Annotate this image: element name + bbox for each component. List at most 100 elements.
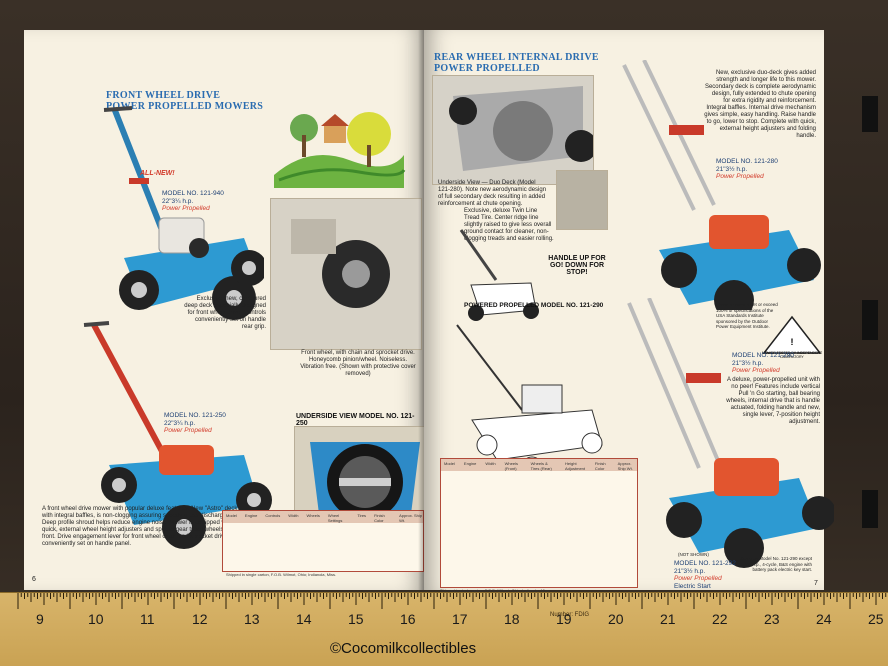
model-940-number: MODEL NO. 121-940 <box>162 190 224 197</box>
left-th-tires: Tires <box>357 513 367 518</box>
watermark-text: ©Cocomilkcollectibles <box>330 640 477 657</box>
model-280-hp: 21"3½ h.p. <box>716 165 748 173</box>
model-250-type: Power Propelled <box>164 427 212 434</box>
left-th-finish: Finish Color <box>374 513 385 523</box>
right-th-rear-wheels: Wheels & Tires (Rear) <box>530 461 552 471</box>
left-table-headers: Model Engine Controls Width Wheels Wheel… <box>226 513 423 523</box>
right-heading-line-2: POWER PROPELLED <box>434 63 540 74</box>
left-th-width: Width <box>288 513 299 518</box>
left-th-engine: Engine <box>244 513 258 518</box>
model-290-type: Power Propelled <box>732 367 780 374</box>
right-page: REAR WHEEL INTERNAL DRIVE POWER PROPELLE… <box>424 30 834 593</box>
right-th-engine: Engine <box>463 461 477 466</box>
ruler-number: 14 <box>296 611 312 627</box>
safety-seal: ! MOWER TESTED BY INDEPENDENT LABORATORY <box>762 315 822 359</box>
model-250-label: MODEL NO. 121-250 22"3¼ h.p. Power Prope… <box>164 412 226 435</box>
duo-deck-caption: Underside View — Duo Deck (Model 121-280… <box>438 180 547 207</box>
svg-text:!: ! <box>791 337 794 347</box>
mower-121-280-image <box>622 60 821 310</box>
left-table-header-row <box>223 511 423 523</box>
ruler-number: 16 <box>400 611 416 627</box>
ruler-number: 12 <box>192 611 208 627</box>
ruler-number: 17 <box>452 611 468 627</box>
left-heading-line-2: POWER PROPELLED MOWERS <box>106 101 264 112</box>
ruler-brand: Number: FDIG <box>550 612 590 618</box>
model-940-hp: 22"3¼ h.p. <box>162 197 194 205</box>
right-th-front-wheels: Wheels (Front) <box>504 461 518 471</box>
right-th-weight: Approx. Ship Wt. <box>617 461 633 471</box>
model-292-label: MODEL NO. 121-292 21"3½ h.p. Power Prope… <box>674 560 736 590</box>
right-table-headers: Model Engine Width Wheels (Front) Wheels… <box>444 461 637 471</box>
right-th-width: Width <box>485 461 496 466</box>
ruler-number: 18 <box>504 611 520 627</box>
standards-note: These mowers meet or exceed 100% of spec… <box>716 302 778 329</box>
deck-description: Exclusive, new, contoured deep deck espe… <box>184 296 266 330</box>
model-290-label: MODEL NO. 121-290 21"3½ h.p. Power Prope… <box>732 352 794 375</box>
ruler-number: 24 <box>816 611 832 627</box>
left-heading: FRONT WHEEL DRIVE POWER PROPELLED MOWERS <box>106 90 263 112</box>
lawn-illustration <box>274 112 406 188</box>
right-spec-table: Model Engine Width Wheels (Front) Wheels… <box>440 458 638 588</box>
model-250-number: MODEL NO. 121-250 <box>164 412 226 419</box>
model-250-hp: 22"3¼ h.p. <box>164 419 196 427</box>
ruler-number: 10 <box>88 611 104 627</box>
duo-deck-description: New, exclusive duo-deck gives added stre… <box>704 70 816 139</box>
tire-caption: Exclusive, deluxe Twin Line Tread Tire. … <box>464 208 554 242</box>
model-280-number: MODEL NO. 121-280 <box>716 158 778 165</box>
left-heading-line-1: FRONT WHEEL DRIVE <box>106 90 221 101</box>
ruler-number: 25 <box>868 611 884 627</box>
small-mower-illustration <box>459 229 539 321</box>
binder-tab-middle <box>862 300 878 340</box>
right-th-model: Model <box>444 461 455 466</box>
wooden-ruler: 9 10 11 12 13 14 15 16 17 18 19 20 21 22 23 24 25 <box>0 592 888 666</box>
left-page: FRONT WHEEL DRIVE POWER PROPELLED MOWERS <box>24 30 436 590</box>
safety-caption: MOWER TESTED BY INDEPENDENT LABORATORY <box>761 351 823 359</box>
page-number-left: 6 <box>32 576 36 583</box>
left-th-weight: Approx. Ship Wt. <box>399 513 422 523</box>
bottom-description: A front wheel drive mower with popular d… <box>42 506 240 547</box>
ruler-ticks <box>17 593 887 609</box>
left-th-wheels: Wheels <box>306 513 320 518</box>
all-new-label: ALL-NEW! <box>140 170 175 177</box>
right-shipped-note: Shipped in single carton, F.O.B. Wilmot,… <box>440 588 551 593</box>
right-heading: REAR WHEEL INTERNAL DRIVE POWER PROPELLE… <box>434 52 599 74</box>
safety-triangle-icon: ! <box>762 315 822 354</box>
right-table-header-row <box>441 459 637 471</box>
ruler-number: 13 <box>244 611 260 627</box>
left-th-model: Model <box>226 513 237 518</box>
right-heading-line-1: REAR WHEEL INTERNAL DRIVE <box>434 52 599 63</box>
model-290-hp: 21"3½ h.p. <box>732 359 764 367</box>
same-as-description: Same as Model No. 121-290 except 3½ h.p.… <box>740 556 812 572</box>
model-292-hp: 21"3½ h.p. <box>674 567 706 575</box>
model-290-number: MODEL NO. 121-290 <box>732 352 794 359</box>
right-th-finish: Finish Color <box>594 461 606 471</box>
tire-photo <box>556 170 608 230</box>
model-940-type: Power Propelled <box>162 205 210 212</box>
duo-deck-image <box>449 86 597 171</box>
left-th-settings: Wheel Settings <box>327 513 343 523</box>
not-shown-label: (NOT SHOWN) <box>678 552 709 557</box>
binder-tab-top <box>862 96 878 132</box>
binder-tab-bottom <box>862 490 878 528</box>
model-292-number: MODEL NO. 121-292 <box>674 560 736 567</box>
ruler-number: 20 <box>608 611 624 627</box>
handle-tagline: HANDLE UP FOR GO! DOWN FOR STOP! <box>548 255 606 276</box>
chain-drive-image <box>271 199 421 349</box>
drive-description: Front wheel, with chain and sprocket dri… <box>300 350 416 377</box>
ruler-number: 23 <box>764 611 780 627</box>
chain-drive-photo <box>270 198 422 350</box>
left-th-controls: Controls <box>265 513 281 518</box>
model-940-label: MODEL NO. 121-940 22"3¼ h.p. Power Prope… <box>162 190 224 213</box>
ruler-number: 15 <box>348 611 364 627</box>
ruler-number: 9 <box>36 611 44 627</box>
ruler-number: 22 <box>712 611 728 627</box>
model-292-extra: Electric Start <box>674 582 711 590</box>
model-292-type: Power Propelled <box>674 575 722 582</box>
ruler-number: 11 <box>140 611 155 627</box>
ruler-number: 19 <box>556 611 572 627</box>
mower-diagram <box>456 324 603 478</box>
model-280-type: Power Propelled <box>716 173 764 180</box>
deluxe-description: A deluxe, power-propelled unit with no p… <box>726 377 820 425</box>
ruler-number: 21 <box>660 611 676 627</box>
